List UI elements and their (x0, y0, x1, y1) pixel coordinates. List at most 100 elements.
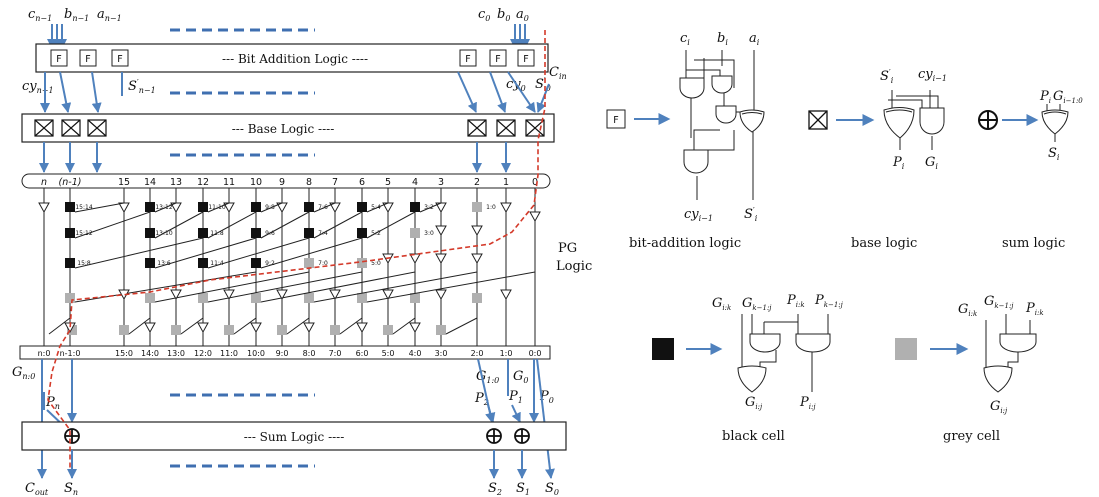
svg-text:Pi: Pi (892, 155, 905, 171)
pg-to-sum-arrows (37, 358, 555, 479)
svg-text:15:14: 15:14 (75, 204, 92, 211)
grey-cell (119, 325, 129, 335)
bit-index-label: 4 (412, 177, 418, 188)
svg-text:S′n−1: S′n−1 (128, 78, 156, 95)
buffer-triangle (303, 322, 315, 334)
output-label: n-1:0 (60, 349, 81, 358)
grey-cell (357, 293, 367, 303)
svg-text:P0: P0 (539, 389, 554, 405)
svg-text:S0: S0 (545, 481, 559, 497)
grey-cell (472, 293, 482, 303)
xor-icon (514, 428, 530, 444)
output-label: 7:0 (329, 349, 342, 358)
svg-text:c0: c0 (478, 7, 490, 23)
base-logic-cells (34, 119, 545, 137)
svg-text:15:12: 15:12 (75, 230, 92, 237)
base-logic-block: --- Base Logic ---- (21, 113, 555, 143)
legend-base-logic: S′i cyi−1 Pi Gi base logic (808, 67, 947, 251)
svg-text:cyi−1: cyi−1 (918, 67, 947, 83)
legend-sum-logic: Pi Gi−1:0 Si sum logic (978, 89, 1083, 251)
pg-label-line2: Logic (556, 259, 592, 274)
sum-logic-block: --- Sum Logic ---- (21, 421, 567, 451)
buffer-triangle (529, 211, 541, 223)
svg-text:Gk−1:j: Gk−1:j (984, 294, 1014, 310)
bit-index-label: 0 (532, 177, 538, 188)
svg-text:Pi: Pi (1039, 89, 1051, 105)
base-cell-icon (525, 119, 545, 137)
svg-text:cy0: cy0 (506, 77, 526, 93)
black-cell: 15:12 (65, 228, 93, 238)
svg-text:F: F (85, 54, 90, 65)
black-cell: 11:10 (198, 202, 226, 212)
caption-black-cell: black cell (722, 429, 785, 444)
base-to-pg-arrows (39, 142, 511, 173)
svg-text:P1: P1 (508, 389, 523, 405)
output-label-bar (19, 345, 551, 360)
svg-text:F: F (117, 54, 122, 65)
bottom-signal-labels: Gn:0 Pn G1:0 G0 P2 P1 P0 (12, 365, 554, 411)
bit-index-label: 14 (144, 177, 156, 188)
base-cell-icon (467, 119, 487, 137)
svg-text:bi: bi (717, 31, 728, 47)
bit-index-label: 1 (503, 177, 509, 188)
grey-cell: 3:0 (410, 228, 434, 238)
bit-addition-cells: F F F F F F (50, 49, 535, 67)
bit-index-label: 10 (250, 177, 262, 188)
black-cell: 9:2 (251, 258, 275, 268)
svg-text:S2: S2 (488, 481, 502, 497)
base-cell-icon (34, 119, 54, 137)
buffer-triangle (197, 322, 209, 334)
bitadd-to-base-arrows (40, 71, 550, 113)
svg-text:Gi:j: Gi:j (990, 399, 1008, 415)
grey-cell (65, 293, 75, 303)
svg-text:G0: G0 (513, 369, 528, 385)
svg-text:7:6: 7:6 (318, 204, 328, 211)
xor-icon (64, 428, 80, 444)
svg-text:b0: b0 (497, 7, 510, 23)
buffer-triangle (276, 289, 288, 301)
grey-cell-icon (895, 338, 917, 360)
output-label: 15:0 (115, 349, 133, 358)
grey-cell (436, 325, 446, 335)
buffer-triangle (382, 289, 394, 301)
bit-addition-title: --- Bit Addition Logic ---- (222, 52, 368, 66)
buffer-triangle (435, 289, 447, 301)
bit-index-label: 9 (279, 177, 285, 188)
svg-text:cn−1: cn−1 (28, 7, 52, 23)
svg-text:3:0: 3:0 (424, 230, 434, 237)
grey-cell: 5:0 (357, 258, 381, 268)
svg-text:Si: Si (1048, 146, 1060, 162)
output-label: 14:0 (141, 349, 159, 358)
bit-index-label: 3 (438, 177, 444, 188)
svg-text:11:10: 11:10 (208, 204, 225, 211)
grey-cell (145, 293, 155, 303)
buffer-triangle (38, 202, 50, 214)
svg-text:Pk−1:j: Pk−1:j (814, 293, 844, 309)
black-cell: 7:6 (304, 202, 328, 212)
sum-output-arrows (67, 450, 527, 479)
legend-black-cell: Gi:k Gk−1:j Pi:k Pk−1:j Gi:j Pi:j black … (652, 293, 844, 444)
output-label: 9:0 (276, 349, 289, 358)
svg-text:Pi:k: Pi:k (1025, 301, 1044, 317)
bit-index-label: 12 (197, 177, 209, 188)
svg-text:F: F (465, 54, 470, 65)
buffer-triangle (471, 225, 483, 237)
bit-index-label: 6 (359, 177, 365, 188)
svg-text:1:0: 1:0 (486, 204, 496, 211)
svg-text:Cout: Cout (25, 481, 49, 497)
svg-text:Gk−1:j: Gk−1:j (742, 296, 772, 312)
buffer-triangle (409, 253, 421, 265)
output-label: 11:0 (220, 349, 238, 358)
svg-text:bn−1: bn−1 (64, 7, 89, 23)
svg-text:Cin: Cin (549, 65, 567, 81)
buffer-triangle (250, 322, 262, 334)
svg-text:P2: P2 (474, 391, 489, 407)
bit-index-label: (n-1) (59, 177, 82, 188)
black-cell: 13:6 (145, 258, 171, 268)
output-label: 10:0 (247, 349, 265, 358)
caption-base-logic: base logic (851, 236, 917, 251)
sum-logic-title: --- Sum Logic ---- (244, 430, 345, 444)
bit-index-label: 5 (385, 177, 391, 188)
grey-cell (410, 293, 420, 303)
xor-icon (978, 110, 998, 130)
